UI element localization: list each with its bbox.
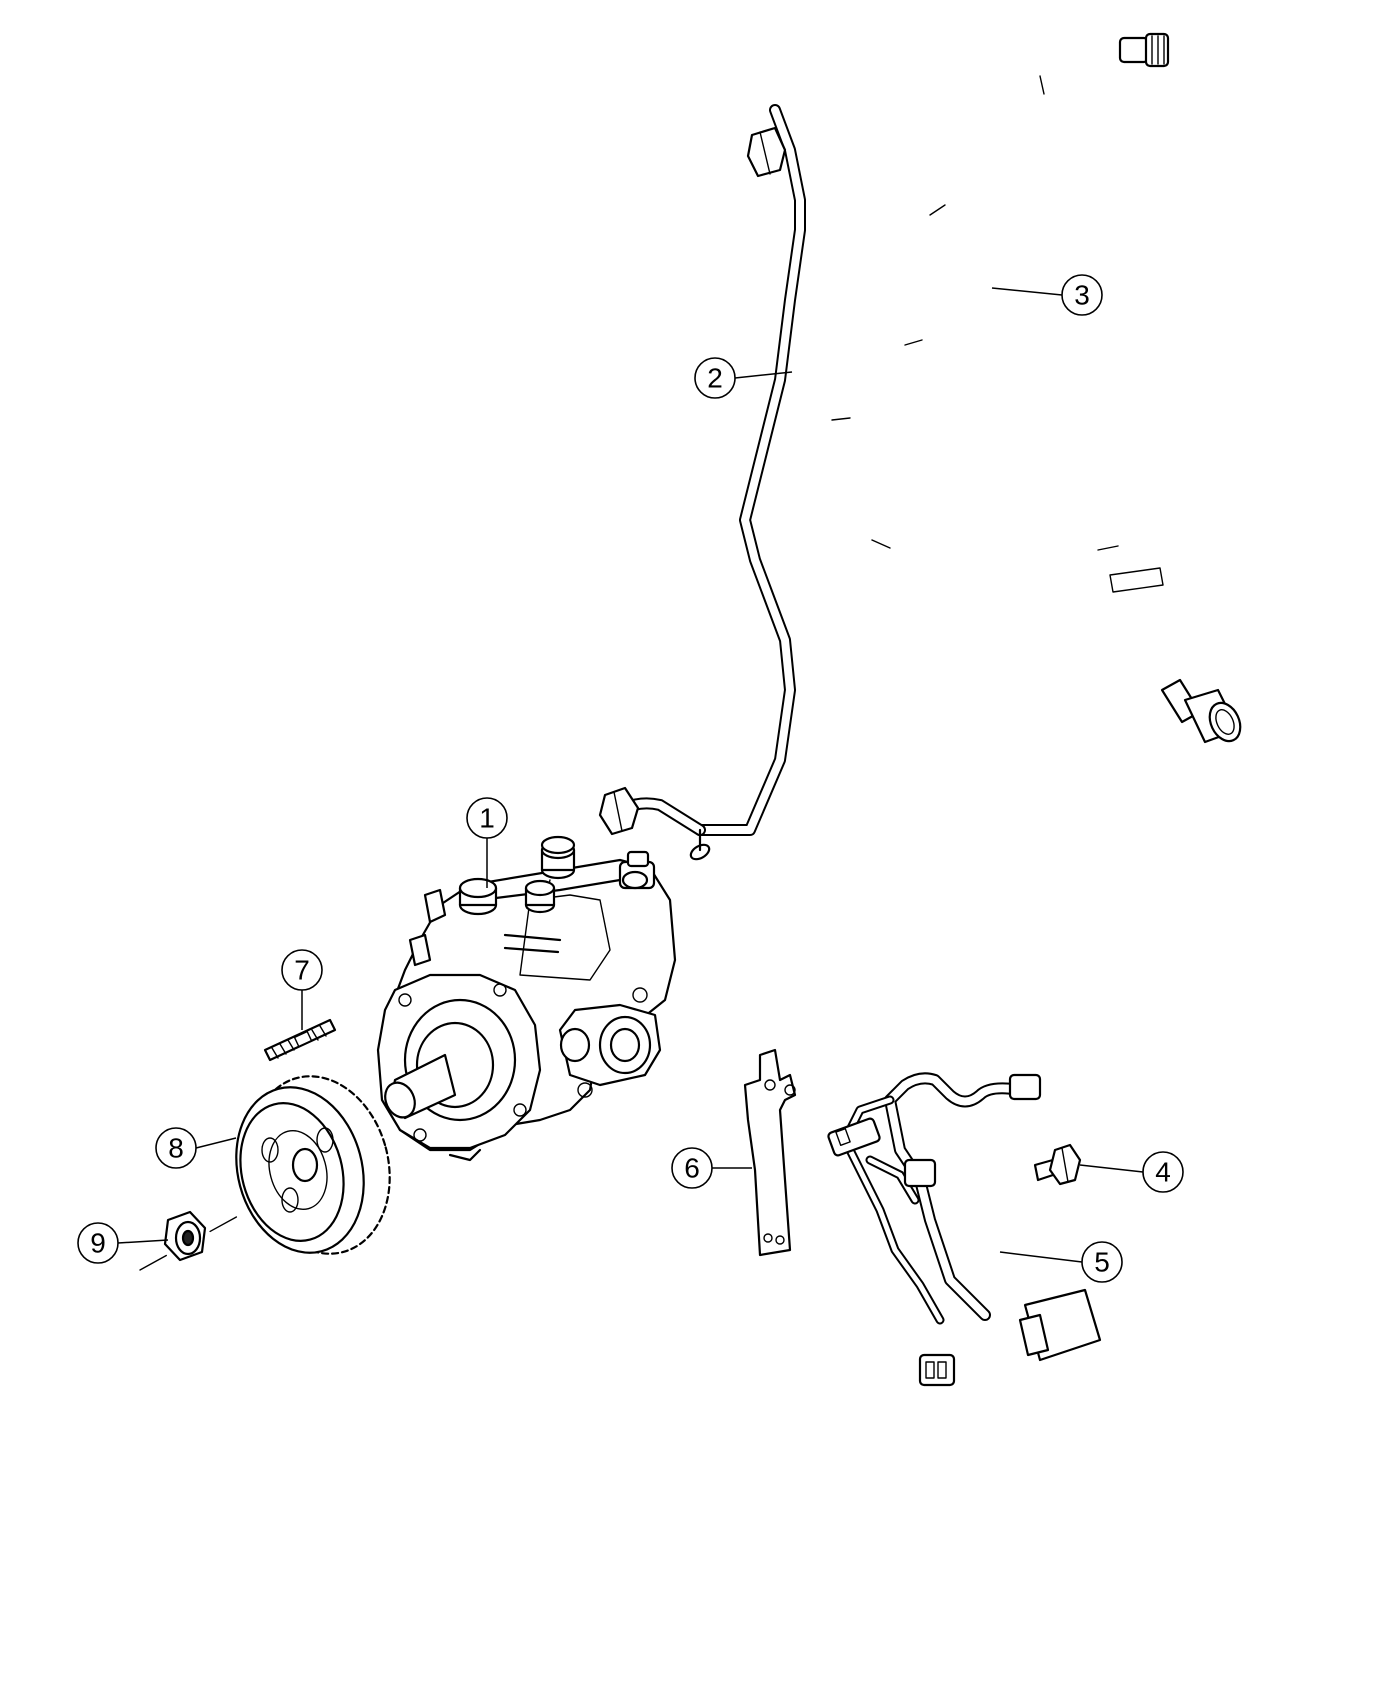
pump-metering-unit [558, 987, 662, 1098]
bracket-part-6 [743, 1048, 797, 1257]
callout-5: 5 [1081, 1241, 1123, 1283]
stud-part-7 [263, 1018, 337, 1062]
svg-text:2: 2 [707, 363, 723, 394]
svg-text:7: 7 [294, 955, 310, 986]
fuel-pump-part-1 [376, 835, 677, 1162]
callout-6: 6 [671, 1147, 713, 1189]
wiring-harness-part-5 [827, 1072, 1102, 1387]
svg-text:6: 6 [684, 1153, 700, 1184]
hose-top-connector [1118, 32, 1170, 68]
svg-text:9: 9 [90, 1228, 106, 1259]
callout-4: 4 [1142, 1151, 1184, 1193]
callout-8: 8 [155, 1127, 197, 1169]
svg-text:1: 1 [479, 803, 495, 834]
bolt-part-4 [1033, 1143, 1082, 1186]
callout-9: 9 [77, 1222, 119, 1264]
fuel-hose-part-3 [826, 32, 1242, 744]
svg-text:8: 8 [168, 1133, 184, 1164]
nut-part-9 [139, 1210, 241, 1271]
gear-part-8 [235, 1075, 391, 1255]
fuel-line-part-2 [598, 104, 806, 861]
hose-bottom-connector [1160, 678, 1242, 744]
svg-text:5: 5 [1094, 1247, 1110, 1278]
leader-lines [117, 287, 1144, 1263]
pump-top-caps [458, 835, 576, 916]
callout-2: 2 [694, 357, 736, 399]
callout-7: 7 [281, 949, 323, 991]
callout-1: 1 [466, 797, 508, 839]
callout-3: 3 [1061, 274, 1103, 316]
svg-text:4: 4 [1155, 1157, 1171, 1188]
svg-text:3: 3 [1074, 280, 1090, 311]
